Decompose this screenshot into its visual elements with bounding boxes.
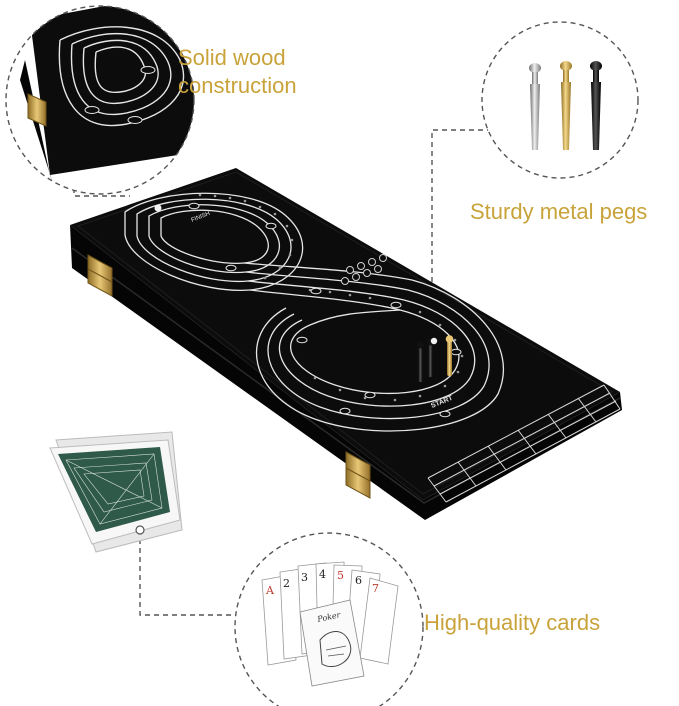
track-lines (124, 192, 504, 432)
svg-text:2: 2 (283, 577, 290, 590)
leader-lines (73, 129, 492, 616)
svg-text:7: 7 (372, 582, 379, 595)
white-hole (154, 204, 162, 212)
black-peg-icon (590, 61, 602, 150)
callout-wood-line2: construction (178, 73, 297, 98)
silver-peg-icon (529, 63, 541, 150)
hinge-icon (87, 254, 113, 297)
callout-wood: Solid wood construction (178, 44, 297, 100)
svg-text:4: 4 (319, 568, 326, 581)
card-deck (49, 431, 183, 553)
svg-text:3: 3 (301, 571, 308, 584)
board-top (70, 168, 620, 500)
peg-storage-holes (341, 254, 387, 285)
zoom-cards: A 2 3 4 5 6 7 Poker (234, 532, 424, 706)
callout-cards: High-quality cards (424, 610, 601, 635)
callout-wood-line1: Solid wood (178, 45, 286, 70)
callout-pegs: Sturdy metal pegs (470, 199, 648, 224)
peg-holes (198, 193, 464, 402)
svg-text:A: A (265, 584, 275, 597)
black-peg-icon (418, 346, 423, 382)
zoom-pegs (481, 21, 639, 179)
gold-peg-icon (447, 340, 452, 376)
score-grid (427, 384, 621, 503)
playing-card-icon (261, 561, 399, 687)
svg-text:5: 5 (337, 569, 344, 582)
svg-text:6: 6 (355, 574, 362, 587)
leader-wood (73, 170, 130, 197)
leader-pegs (431, 129, 492, 300)
zoom-wood (5, 5, 195, 195)
gold-peg-icon (560, 61, 572, 150)
leader-cards (139, 530, 236, 616)
cribbage-board: FINISH START (70, 168, 622, 520)
hinge-icon (345, 451, 371, 499)
black-peg-icon (428, 343, 433, 377)
score-markers (188, 202, 462, 418)
board-pegs (417, 335, 454, 382)
